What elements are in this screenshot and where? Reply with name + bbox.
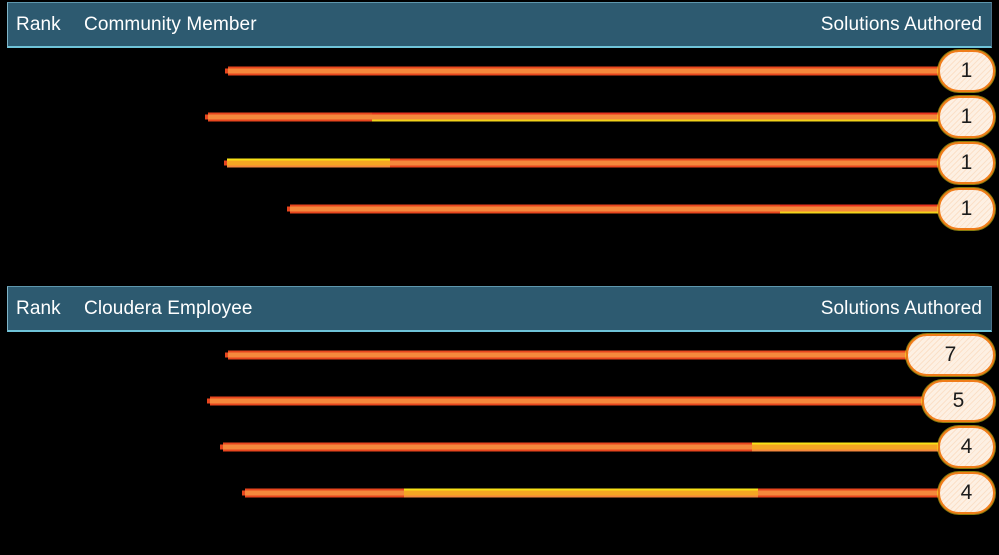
column-header-metric[interactable]: Solutions Authored (820, 13, 982, 35)
value-bar[interactable] (227, 158, 938, 168)
value-badge[interactable]: 1 (938, 50, 995, 92)
value-bar[interactable] (208, 112, 938, 122)
column-header-name[interactable]: Community Member (84, 13, 257, 35)
table-row[interactable]: 1 (0, 48, 999, 94)
bar-start-cap (207, 398, 210, 404)
bar-start-cap (205, 114, 208, 120)
value-bar[interactable] (245, 488, 938, 498)
column-header-rank[interactable]: Rank (16, 13, 61, 35)
column-header-metric[interactable]: Solutions Authored (820, 297, 982, 319)
table-row[interactable]: 5 (0, 378, 999, 424)
bar-start-cap (225, 352, 228, 358)
value-badge[interactable]: 5 (922, 380, 995, 422)
table-header-inner: Rank Community Member Solutions Authored (8, 3, 991, 46)
table-row[interactable]: 4 (0, 470, 999, 516)
value-badge-label: 7 (944, 343, 957, 366)
value-badge[interactable]: 4 (938, 472, 995, 514)
value-bar-segment (227, 158, 390, 168)
table-header: Rank Cloudera Employee Solutions Authored (7, 286, 992, 332)
leaderboard-section: Rank Community Member Solutions Authored 1 1… (0, 2, 999, 232)
value-bar[interactable] (228, 66, 938, 76)
value-bar[interactable] (228, 350, 906, 360)
column-header-rank[interactable]: Rank (16, 297, 61, 319)
value-badge-label: 5 (952, 389, 965, 412)
value-badge-label: 1 (960, 197, 973, 220)
value-badge-label: 1 (960, 151, 973, 174)
table-row[interactable]: 1 (0, 140, 999, 186)
value-badge[interactable]: 1 (938, 188, 995, 230)
value-badge-label: 4 (960, 435, 973, 458)
table-row[interactable]: 7 (0, 332, 999, 378)
value-badge-label: 4 (960, 481, 973, 504)
value-bar[interactable] (223, 442, 938, 452)
value-badge[interactable]: 1 (938, 142, 995, 184)
leaderboard-section: Rank Cloudera Employee Solutions Authored 7… (0, 284, 999, 555)
bar-start-cap (224, 160, 227, 166)
value-badge-label: 1 (960, 59, 973, 82)
column-header-name[interactable]: Cloudera Employee (84, 297, 253, 319)
value-badge[interactable]: 1 (938, 96, 995, 138)
value-badge[interactable]: 7 (906, 334, 995, 376)
bar-start-cap (242, 490, 245, 496)
table-row[interactable]: 1 (0, 186, 999, 232)
table-row[interactable]: 1 (0, 94, 999, 140)
table-header-inner: Rank Cloudera Employee Solutions Authored (8, 287, 991, 330)
value-bar-segment (752, 442, 938, 452)
table-row[interactable]: 4 (0, 424, 999, 470)
bar-start-cap (225, 68, 228, 74)
value-badge[interactable]: 4 (938, 426, 995, 468)
value-badge-label: 1 (960, 105, 973, 128)
value-bar-segment (404, 488, 758, 498)
value-bar[interactable] (290, 204, 938, 214)
bar-start-cap (287, 206, 290, 212)
table-header: Rank Community Member Solutions Authored (7, 2, 992, 48)
value-bar-segment (780, 204, 938, 214)
value-bar[interactable] (210, 396, 922, 406)
value-bar-segment (372, 112, 938, 122)
bar-start-cap (220, 444, 223, 450)
